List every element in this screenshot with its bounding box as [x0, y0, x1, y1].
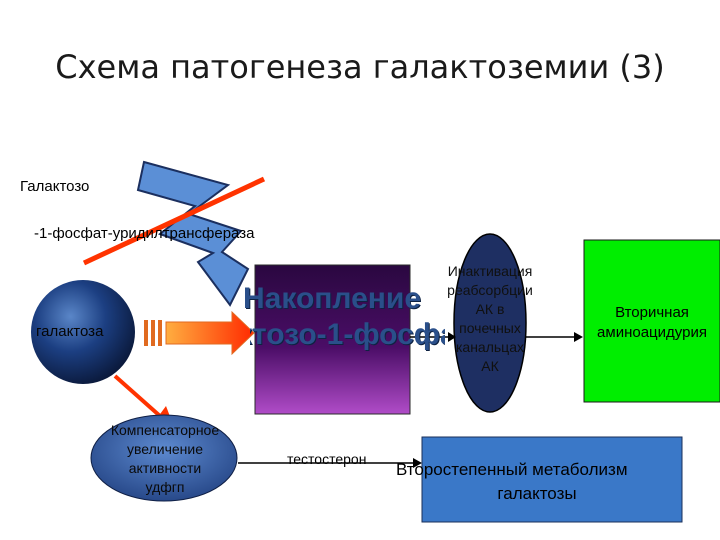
inactivation-line: АК [481, 358, 499, 374]
flow-bar [151, 320, 155, 346]
compensatory-label: Компенсаторное увеличение активности удф… [92, 421, 238, 497]
secondary-aminoaciduria-box [583, 239, 720, 403]
inactivation-node [453, 233, 527, 413]
compensatory-line: увеличение [126, 441, 203, 457]
galactose-node [31, 280, 135, 384]
secondary-line1: Вторичная [615, 304, 689, 321]
metabolism-label-line1: Второстепенный метаболизм [396, 460, 628, 479]
inactivation-line: реабсорбции [447, 282, 533, 298]
arrowhead [448, 332, 456, 342]
accumulation-box [254, 264, 411, 415]
inactivation-line: Инактивация [447, 263, 533, 279]
secondary-line2: аминоацидурия [597, 324, 707, 341]
compensatory-line: активности [128, 460, 202, 476]
accumulation-label-line2: галактозо-1-фосфата [250, 318, 445, 352]
flow-bar [158, 320, 162, 346]
metabolism-box [421, 436, 683, 523]
enzyme-label-line2: -1-фосфат-уридилтрансфераза [34, 225, 255, 242]
compensatory-line: удфгп [145, 479, 185, 495]
big-flow-arrow [165, 310, 255, 356]
accumulation-label-text: галактозо-1-фосфата [250, 318, 445, 351]
arrow-to-compensatory [113, 374, 162, 418]
enzyme-label-line1: Галактозо [20, 178, 90, 195]
inactivation-line: почечных [459, 320, 521, 336]
compensatory-line: Компенсаторное [110, 422, 220, 438]
enzyme-block-line [82, 176, 266, 266]
metabolism-label-line2: галактозы [497, 484, 577, 503]
page-title: Схема патогенеза галактоземии (3) [55, 48, 665, 86]
flow-bar [144, 320, 148, 346]
arrowhead [574, 332, 583, 342]
compensatory-node [90, 414, 238, 502]
accumulation-label-line1: Накопление [243, 282, 422, 315]
testosterone-label: тестостерон [287, 451, 367, 467]
inactivation-line: АК в [475, 301, 505, 317]
inactivation-label: Инактивация реабсорбции АК в почечных ка… [430, 262, 550, 376]
inactivation-line: канальцах [455, 339, 524, 355]
galactose-label: галактоза [36, 323, 104, 340]
arrowhead [413, 458, 422, 468]
secondary-aminoaciduria-label: Вторичная аминоацидурия [584, 303, 720, 343]
